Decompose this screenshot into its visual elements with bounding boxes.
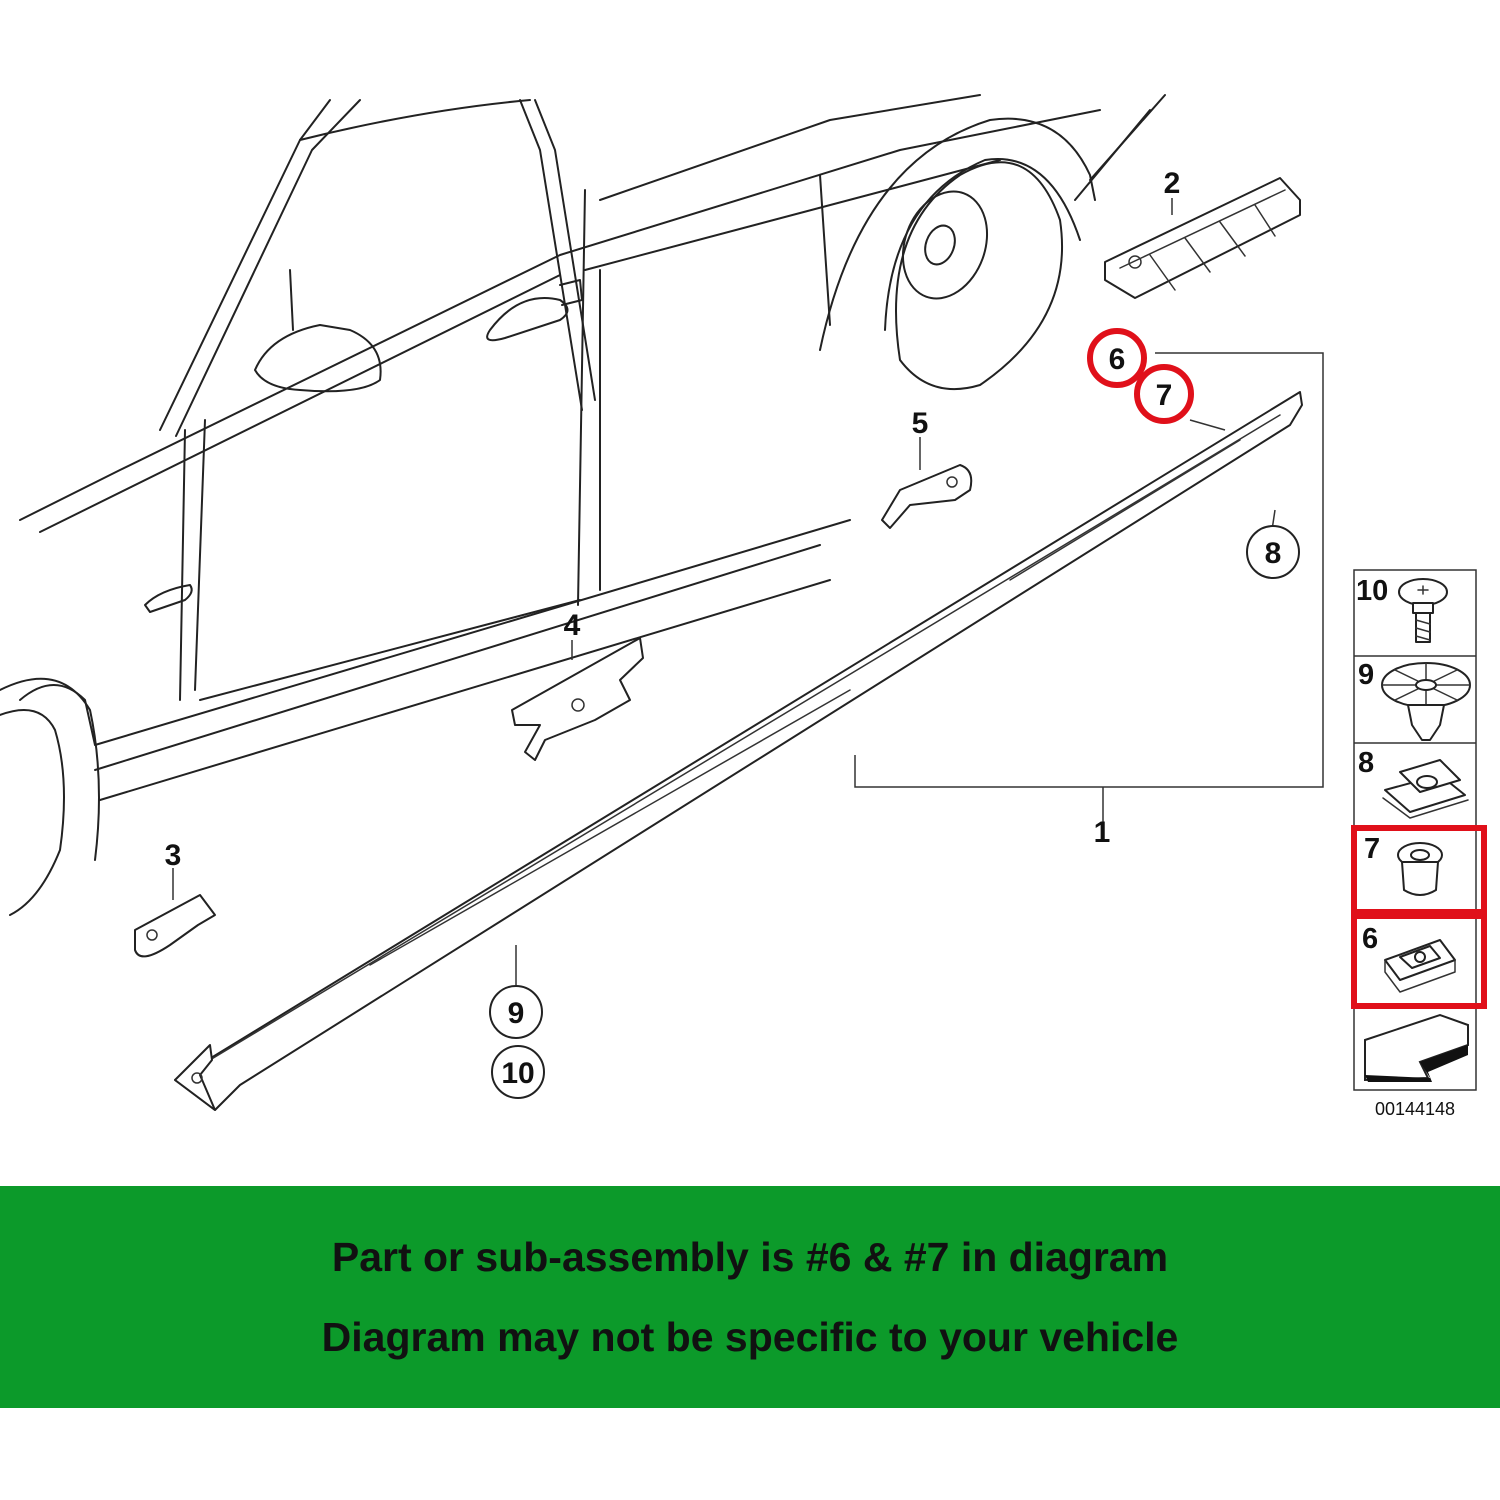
leader-7 <box>1189 419 1226 431</box>
part-3-front-clip <box>134 868 216 958</box>
callout-7: 7 <box>1156 379 1173 412</box>
part-5-clip <box>881 437 973 529</box>
callout-10-ring <box>491 1045 545 1099</box>
callout-3: 3 <box>165 839 182 872</box>
banner-line-2: Diagram may not be specific to your vehi… <box>321 1314 1179 1360</box>
banner-line-1: Part or sub-assembly is #6 & #7 in diagr… <box>331 1234 1169 1280</box>
part-4-mount-bracket <box>511 637 644 761</box>
direction-arrow-icon <box>1364 1013 1469 1082</box>
legend-item-8: 8 <box>1358 747 1469 819</box>
callout-5: 5 <box>912 407 929 440</box>
callout-8: 8 <box>1265 537 1282 570</box>
diagram-id: 00144148 <box>1375 1099 1455 1119</box>
callout-8-ring <box>1246 525 1300 579</box>
callout-9: 9 <box>508 997 525 1030</box>
legend-number-7: 7 <box>1364 833 1380 865</box>
legend-item-10: 10 <box>1356 575 1448 643</box>
parts-diagram-svg: 1 2 3 4 5 6 7 8 9 10 10 <box>0 94 1487 1119</box>
callout-10: 10 <box>501 1057 534 1090</box>
clip-nut-icon <box>1382 759 1469 819</box>
legend-highlight-7 <box>1351 825 1487 915</box>
car-outline <box>0 94 1166 916</box>
legend-number-9: 9 <box>1358 659 1374 691</box>
expanding-rivet-icon <box>1381 662 1471 741</box>
callout-2: 2 <box>1164 167 1181 200</box>
part-1-side-sill <box>174 391 1303 1111</box>
callout-6-highlight-ring <box>1087 328 1147 388</box>
callout-7-highlight-ring <box>1134 364 1194 424</box>
callout-6: 6 <box>1109 343 1126 376</box>
grommet-icon <box>1397 842 1443 896</box>
legend-highlight-6 <box>1351 913 1487 1009</box>
screw-icon <box>1398 578 1448 643</box>
parts-legend: 10 9 8 <box>1351 569 1487 1119</box>
assembly-bracket <box>854 352 1324 788</box>
legend-number-10: 10 <box>1356 575 1388 607</box>
legend-number-8: 8 <box>1358 747 1374 779</box>
callout-1: 1 <box>1094 816 1111 849</box>
info-banner: Part or sub-assembly is #6 & #7 in diagr… <box>0 1186 1500 1408</box>
callout-9-ring <box>489 985 543 1039</box>
part-2-rear-bracket <box>1104 177 1301 299</box>
clip-icon <box>1384 939 1456 993</box>
legend-number-6: 6 <box>1362 923 1378 955</box>
callout-4: 4 <box>564 609 581 642</box>
parts-diagram: 1 2 3 4 5 6 7 8 9 10 10 <box>0 94 1487 1119</box>
legend-item-7: 7 <box>1351 825 1487 915</box>
legend-item-9: 9 <box>1358 659 1471 741</box>
legend-item-6: 6 <box>1351 913 1487 1009</box>
